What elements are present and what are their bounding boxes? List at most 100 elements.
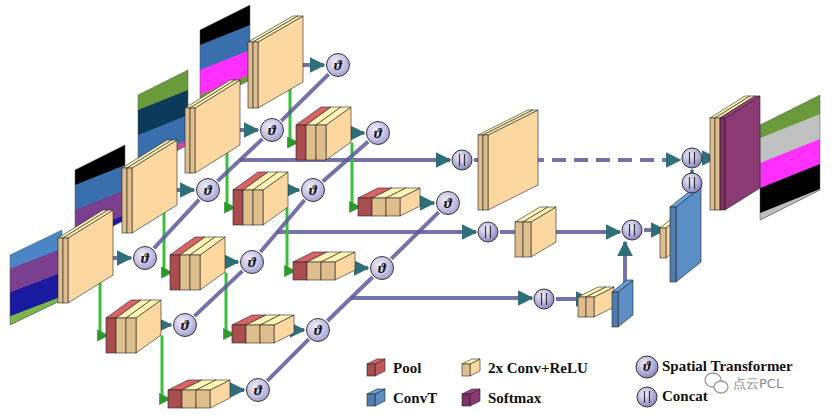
spatial-transformer: ϑ — [173, 313, 197, 337]
legend-swatch — [460, 388, 484, 408]
layer-block — [170, 237, 225, 290]
layer-top — [612, 280, 633, 292]
layer-front — [372, 198, 386, 216]
layer-front — [478, 135, 483, 210]
concat-bar — [694, 152, 695, 164]
layer-front — [63, 238, 68, 303]
transformer-link — [194, 271, 242, 316]
transformer-symbol: ϑ — [204, 183, 212, 198]
layer-front — [670, 207, 676, 282]
legend-label: Softmax — [488, 390, 541, 407]
image-region — [760, 189, 820, 248]
scene-image — [760, 89, 820, 248]
layer-front — [122, 168, 127, 233]
layer-top — [190, 237, 225, 255]
layer-front — [386, 198, 400, 216]
layer-block — [710, 96, 760, 210]
concat-symbol — [622, 220, 642, 240]
layer-top — [720, 96, 760, 118]
layer-front — [232, 325, 246, 343]
image-frame — [760, 95, 820, 220]
feature-line — [277, 230, 476, 234]
layer-front — [523, 222, 531, 257]
layer-front — [196, 390, 210, 408]
concat-bar — [629, 224, 630, 236]
spatial-transformer: ϑ — [436, 191, 460, 215]
layer-block — [670, 187, 701, 282]
layer-front — [462, 364, 470, 376]
layer-front — [367, 364, 375, 376]
layer-top — [63, 210, 113, 238]
layer-front — [127, 168, 132, 233]
legend-label: Pool — [393, 360, 421, 377]
layer-block — [233, 172, 288, 225]
concat-bar — [485, 226, 486, 238]
layer-front — [182, 390, 196, 408]
transformer-link — [260, 200, 304, 252]
concat-circle — [534, 289, 554, 309]
concat-bar — [546, 293, 547, 305]
transformer-symbol: ϑ — [309, 183, 317, 198]
layer-top — [316, 107, 351, 125]
layer-top — [483, 110, 538, 135]
layer-front — [243, 190, 253, 225]
concat-symbol — [478, 222, 498, 242]
legend-item: ConvT — [365, 388, 437, 408]
layer-front — [170, 255, 180, 290]
watermark: 点云PCL — [733, 377, 783, 390]
layer-front — [180, 255, 190, 290]
concat-circle — [637, 387, 657, 407]
legend-label: 2x Conv+ReLU — [488, 360, 588, 377]
concat-circle — [622, 220, 642, 240]
layer-block — [515, 207, 556, 257]
layer-top — [190, 80, 240, 108]
concat-bar — [459, 154, 460, 166]
layer-front — [58, 238, 63, 303]
concat-symbol — [682, 148, 702, 168]
legend-item: Pool — [365, 358, 421, 378]
layer-top — [260, 315, 294, 325]
concat-bar — [644, 391, 645, 403]
layer-block — [612, 280, 633, 327]
concat-symbol — [682, 173, 702, 193]
layer-front — [116, 318, 126, 353]
layer-front — [358, 198, 372, 216]
concat-bar — [490, 226, 491, 238]
layer-top — [586, 287, 614, 297]
image-region — [10, 296, 62, 349]
concat-bar — [689, 177, 690, 189]
layer-front — [578, 297, 586, 317]
transformer-link — [217, 139, 262, 181]
concat-bar — [634, 224, 635, 236]
layer-block — [248, 16, 303, 108]
transformer-symbol: ϑ — [314, 323, 322, 338]
legend-label: Spatial Transformer — [662, 358, 793, 375]
layer-top — [462, 389, 480, 394]
transformer-symbol: ϑ — [378, 261, 386, 276]
concat-circle — [478, 222, 498, 242]
layer-front — [306, 125, 316, 160]
concat-bar — [464, 154, 465, 166]
legend-item: 2x Conv+ReLU — [460, 358, 588, 378]
transformer-symbol: ϑ — [141, 251, 149, 266]
legend-item: Spatial Transformer — [662, 358, 793, 375]
layer-front — [715, 118, 720, 210]
layer-front — [462, 394, 470, 406]
transformer-symbol: ϑ — [181, 318, 189, 333]
layer-front — [190, 255, 200, 290]
layer-top — [367, 389, 385, 394]
legend-swatch — [460, 358, 484, 378]
layer-top — [462, 359, 480, 364]
spatial-transformer: ϑ — [326, 53, 350, 77]
layer-top — [196, 380, 230, 390]
legend-label: Concat — [662, 388, 708, 405]
layer-front — [106, 318, 116, 353]
layer-top — [126, 300, 161, 318]
layer-front — [660, 228, 666, 258]
layer-front — [293, 262, 307, 280]
spatial-transformer: ϑ — [133, 246, 157, 270]
transformer-symbol: ϑ — [268, 123, 276, 138]
transformer-symbol: ϑ — [254, 383, 262, 398]
